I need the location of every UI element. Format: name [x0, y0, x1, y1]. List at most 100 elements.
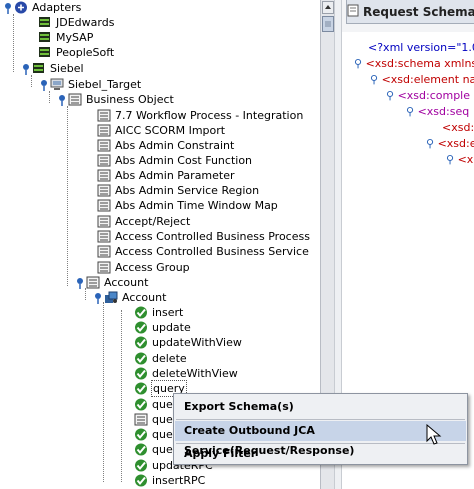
- tree-item-operation[interactable]: insert: [134, 305, 183, 320]
- scroll-up-button[interactable]: [322, 1, 334, 14]
- tree-item-label: Abs Admin Time Window Map: [115, 199, 278, 212]
- expand-pin-icon[interactable]: [38, 78, 50, 92]
- tree-item-bo[interactable]: Abs Admin Cost Function: [97, 153, 252, 168]
- tree-item-label: Accept/Reject: [115, 215, 191, 228]
- business-object-icon: [97, 245, 112, 258]
- tree-item-bo[interactable]: Access Group: [97, 260, 190, 275]
- tree-item-bo[interactable]: Abs Admin Parameter: [97, 168, 235, 183]
- split-pane-divider[interactable]: [334, 0, 342, 489]
- xml-line[interactable]: ⚲ <x: [446, 153, 474, 166]
- tree-scrollbar[interactable]: [320, 0, 334, 489]
- tree-item-adapters[interactable]: Adapters: [2, 0, 81, 15]
- scrollbar-thumb[interactable]: [322, 16, 334, 32]
- tree-item-operation[interactable]: update: [134, 320, 191, 335]
- tab-request-schema[interactable]: Request Schema: [346, 0, 474, 24]
- tree-item-bo[interactable]: Abs Admin Service Region: [97, 183, 259, 198]
- tree-item-business-object[interactable]: Business Object: [56, 92, 174, 107]
- business-object-icon: [97, 169, 112, 182]
- tree-item-label: Account: [104, 276, 149, 289]
- tree-item-label: updateWithView: [152, 336, 242, 349]
- tree-item-bo[interactable]: Abs Admin Time Window Map: [97, 198, 278, 213]
- expand-pin-icon[interactable]: [92, 291, 104, 305]
- tree-item-mysap[interactable]: MySAP: [38, 30, 93, 45]
- tree-item-operation[interactable]: que: [134, 442, 173, 457]
- menu-item-create-outbound-jca-service[interactable]: Create Outbound JCA Service(Request/Resp…: [175, 421, 466, 457]
- xml-line[interactable]: ⚲ <xsd:seq: [406, 105, 470, 118]
- menu-separator: [176, 419, 465, 420]
- tree-item-operation-selected[interactable]: query: [134, 380, 187, 397]
- tree-item-label: que: [152, 428, 173, 441]
- tree-item-operation[interactable]: que: [134, 427, 173, 442]
- business-object-icon: [97, 154, 112, 167]
- menu-item-apply-filter[interactable]: Apply Filter: [184, 447, 257, 460]
- tree-item-siebel[interactable]: Siebel: [20, 61, 84, 76]
- tree-item-label: Access Controlled Business Service: [115, 245, 309, 258]
- menu-separator: [176, 443, 465, 444]
- business-object-icon: [97, 139, 112, 152]
- tree-item-label: que: [152, 413, 173, 426]
- business-object-icon: [97, 215, 112, 228]
- tree-item-label: 7.7 Workflow Process - Integration: [115, 109, 304, 122]
- expand-pin-icon[interactable]: [2, 1, 14, 15]
- tree-item-operation[interactable]: delete: [134, 351, 187, 366]
- tree-item-bo[interactable]: 7.7 Workflow Process - Integration: [97, 108, 303, 123]
- tree-connector: [31, 75, 32, 87]
- tree-item-bo[interactable]: Access Controlled Business Process: [97, 229, 310, 244]
- tree-item-label: Access Group: [115, 261, 190, 274]
- tree-item-operation[interactable]: updateWithView: [134, 335, 242, 350]
- collapse-pin-icon: ⚲: [354, 57, 366, 70]
- business-object-icon: [97, 184, 112, 197]
- tree-item-operation[interactable]: deleteWithView: [134, 366, 238, 381]
- xml-line[interactable]: ⚲ <xsd:element na: [370, 73, 474, 86]
- xml-line[interactable]: ⚲ <xsd:e: [426, 137, 474, 150]
- tree-item-operation[interactable]: insertRPC: [134, 473, 205, 488]
- checkmark-icon: [134, 474, 149, 487]
- business-object-icon: [97, 124, 112, 137]
- tree-connector: [67, 106, 68, 286]
- tree-item-label: PeopleSoft: [56, 46, 115, 59]
- tree-item-account-bo[interactable]: Account: [74, 275, 148, 290]
- business-component-icon: [104, 291, 119, 304]
- business-object-icon: [97, 109, 112, 122]
- business-object-icon: [134, 413, 149, 426]
- tree-item-label: Siebel_Target: [68, 78, 142, 91]
- xml-line[interactable]: ⚲ <xsd:schema xmlns: [354, 57, 474, 70]
- tree-item-account-bc[interactable]: Account: [92, 290, 166, 305]
- checkmark-icon: [134, 321, 149, 334]
- tree-connector: [49, 91, 50, 103]
- collapse-pin-icon: ⚲: [370, 73, 382, 86]
- xml-line: <?xml version="1.0": [368, 41, 474, 54]
- tree-item-siebel-target[interactable]: Siebel_Target: [38, 77, 141, 92]
- tree-item-bo[interactable]: Abs Admin Constraint: [97, 138, 234, 153]
- tree-item-bo[interactable]: AICC SCORM Import: [97, 123, 225, 138]
- xml-line: <xsd:e: [442, 121, 474, 134]
- tree-item-bo[interactable]: Accept/Reject: [97, 214, 190, 229]
- expand-pin-icon[interactable]: [74, 276, 86, 290]
- checkmark-icon: [134, 367, 149, 380]
- collapse-pin-icon: ⚲: [426, 137, 438, 150]
- tree-item-label: Abs Admin Parameter: [115, 169, 235, 182]
- menu-item-export-schema[interactable]: Export Schema(s): [184, 400, 294, 413]
- tree-item-label: update: [152, 321, 191, 334]
- adapter-tree[interactable]: Adapters JDEdwards MySAP PeopleSoft Sieb…: [0, 0, 320, 489]
- grip-icon: [325, 21, 331, 27]
- tree-item-jdedwards[interactable]: JDEdwards: [38, 15, 114, 30]
- tree-item-peoplesoft[interactable]: PeopleSoft: [38, 45, 114, 60]
- tree-item-operation[interactable]: que: [134, 397, 173, 412]
- tree-item-bo[interactable]: Access Controlled Business Service: [97, 244, 309, 259]
- checkmark-icon: [134, 306, 149, 319]
- mouse-pointer-icon: [426, 424, 442, 445]
- checkmark-icon: [134, 443, 149, 456]
- tree-item-label: Account: [122, 291, 167, 304]
- tree-item-label: Access Controlled Business Process: [115, 230, 310, 243]
- tree-connector: [121, 310, 122, 482]
- tree-item-operation[interactable]: que: [134, 412, 173, 427]
- expand-pin-icon[interactable]: [20, 62, 32, 76]
- server-icon: [32, 62, 47, 75]
- tree-item-label: Siebel: [50, 62, 84, 75]
- expand-pin-icon[interactable]: [56, 93, 68, 107]
- schema-document-icon: [347, 4, 359, 20]
- checkmark-icon: [134, 352, 149, 365]
- xml-line[interactable]: ⚲ <xsd:comple: [386, 89, 471, 102]
- tree-item-label: delete: [152, 352, 187, 365]
